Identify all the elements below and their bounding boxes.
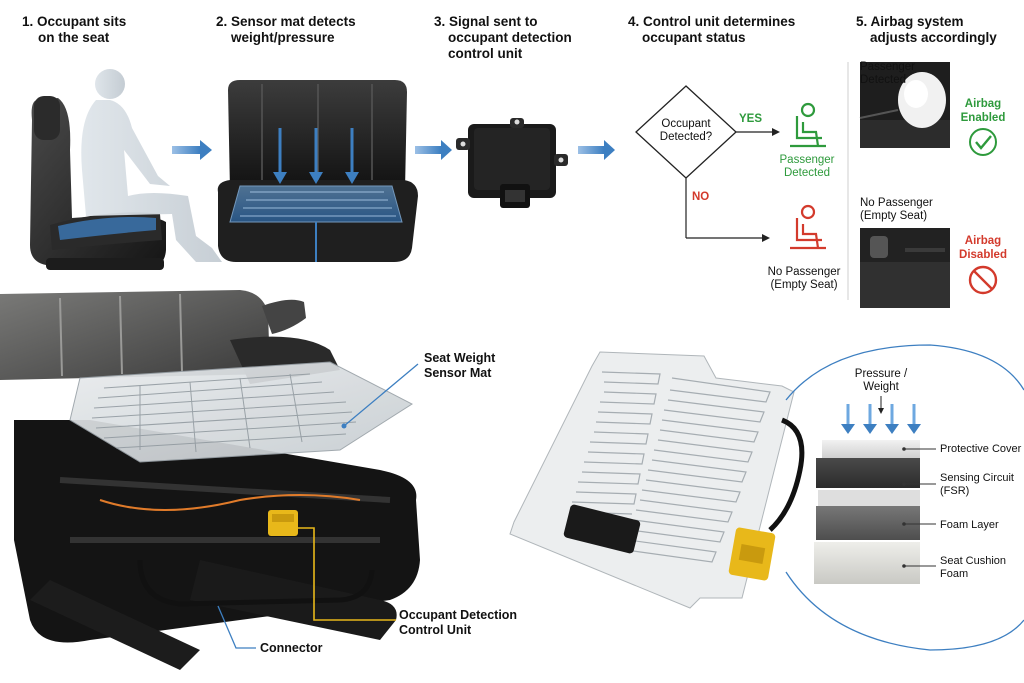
layer-label-foam: Foam Layer (940, 519, 999, 531)
empty-seat-icon (790, 204, 826, 250)
check-icon (969, 128, 997, 156)
sensor-mat-illustration (509, 351, 805, 609)
callout-line-mat (343, 363, 419, 427)
step2-title: 2. Sensor mat detects weight/pressure (216, 14, 356, 45)
step2-seat-illustration (217, 80, 418, 262)
prohibited-icon (968, 265, 998, 295)
layer-label-sensing: Sensing Circuit(FSR) (940, 472, 1014, 497)
step1-seat-illustration (30, 69, 222, 270)
yes-label: YES (739, 113, 763, 125)
step3-control-unit (456, 118, 568, 208)
layer-label-cover: Protective Cover (940, 443, 1022, 455)
step1-title: 1. Occupant sits on the seat (22, 14, 127, 45)
callout-connector: Connector (260, 641, 323, 655)
no-passenger-label: No Passenger(Empty Seat) (767, 266, 841, 291)
step3-title: 3. Signal sent to occupant detection con… (434, 14, 572, 61)
airbag-bottom-label: No Passenger(Empty Seat) (860, 197, 933, 222)
callout-line-odcu (290, 527, 396, 621)
passenger-seat-icon (790, 102, 826, 148)
airbag-enabled-photo (859, 62, 950, 148)
arrow-2-3 (415, 146, 441, 154)
pressure-arrows (841, 404, 921, 434)
step4-title: 4. Control unit determines occupant stat… (628, 14, 796, 45)
seat-cutaway-illustration (0, 290, 420, 670)
layer-stack (814, 440, 920, 584)
no-label: NO (692, 191, 710, 203)
arrow-1-2 (172, 146, 200, 154)
callout-line-connector (217, 605, 256, 649)
pressure-weight-label: Pressure /Weight (854, 368, 908, 393)
step5-title: 5. Airbag system adjusts accordingly (856, 14, 997, 45)
step4-flowchart (635, 85, 780, 242)
arrow-3-4 (578, 146, 604, 154)
zoom-arc (785, 344, 1024, 401)
airbag-disabled-photo (860, 228, 950, 308)
